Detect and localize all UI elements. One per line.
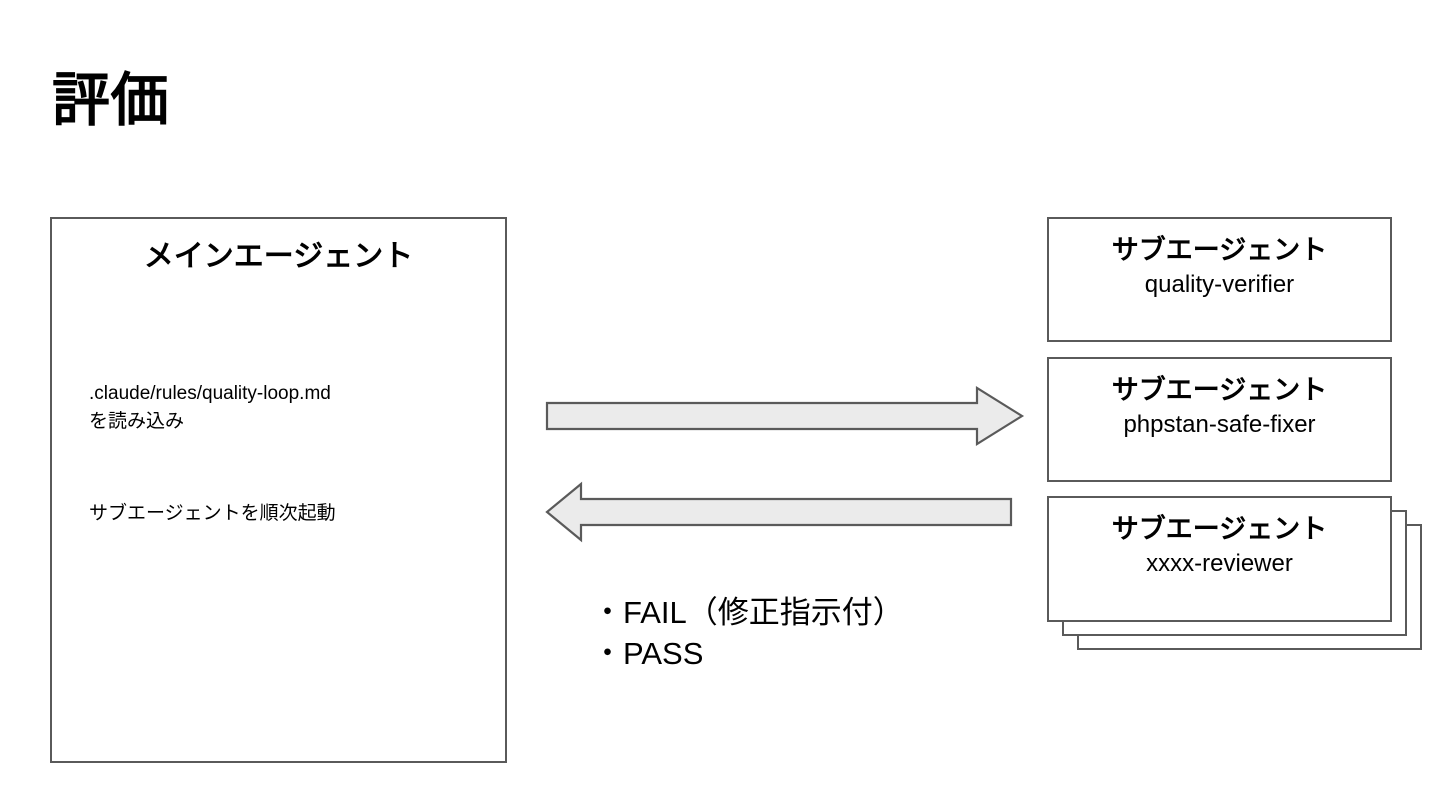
sub-agent-name: xxxx-reviewer bbox=[1146, 550, 1293, 577]
result-list: ・FAIL（修正指示付） ・PASS bbox=[592, 592, 904, 674]
result-item-fail: ・FAIL（修正指示付） bbox=[592, 595, 904, 630]
arrow-left-sub-to-main bbox=[545, 481, 1013, 543]
sub-agent-stack-layer-front[interactable]: サブエージェント xxxx-reviewer bbox=[1047, 496, 1392, 622]
sub-agent-box-stack-xxxx-reviewer[interactable]: サブエージェント xxxx-reviewer bbox=[1047, 496, 1422, 652]
main-agent-step-2: サブエージェントを順次起動 bbox=[89, 503, 336, 524]
sub-agent-title: サブエージェント bbox=[1111, 514, 1328, 544]
sub-agent-box-quality-verifier[interactable]: サブエージェント quality-verifier bbox=[1047, 217, 1392, 342]
sub-agent-title: サブエージェント bbox=[1111, 235, 1328, 265]
sub-agent-name: phpstan-safe-fixer bbox=[1123, 411, 1316, 438]
result-item-pass: ・PASS bbox=[592, 636, 704, 672]
arrow-right-main-to-sub bbox=[545, 386, 1025, 446]
main-agent-title: メインエージェント bbox=[143, 240, 414, 273]
main-agent-box[interactable]: メインエージェント .claude/rules/quality-loop.md … bbox=[50, 217, 507, 763]
arrow-left-icon bbox=[545, 481, 1013, 543]
main-agent-step-1: .claude/rules/quality-loop.md を読み込み bbox=[89, 383, 331, 432]
arrow-right-icon bbox=[545, 386, 1025, 446]
sub-agent-box-phpstan-safe-fixer[interactable]: サブエージェント phpstan-safe-fixer bbox=[1047, 357, 1392, 482]
page-title: 評価 bbox=[52, 68, 170, 133]
sub-agent-name: quality-verifier bbox=[1144, 271, 1295, 298]
sub-agent-title: サブエージェント bbox=[1111, 375, 1328, 405]
